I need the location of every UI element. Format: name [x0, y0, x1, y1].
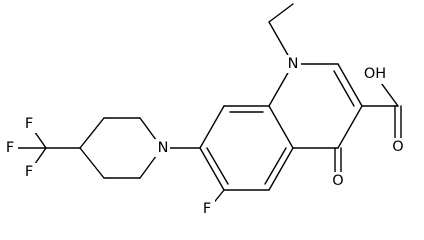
atom-label-f-ring: F: [203, 201, 211, 217]
atom-labels: F F F N N F O OH O: [3, 55, 406, 218]
bond-c4a-c5: [268, 147, 294, 191]
atom-label-n-piperidine: N: [158, 140, 169, 156]
pyridone-ring: [268, 63, 363, 173]
atom-label-oh-acid: OH: [364, 66, 386, 82]
bond-c6-c7: [199, 147, 225, 191]
bond-c7-c8: [199, 105, 225, 149]
carboxylic-acid-group: [361, 75, 402, 139]
bond-c6-c7-inner: [206, 147, 229, 185]
atom-label-f-top: F: [25, 116, 33, 132]
atom-label-f-bottom: F: [25, 164, 33, 180]
bond-c3-c4: [337, 105, 363, 149]
benzene-ring: [199, 105, 294, 211]
bond-pip-c5-c4: [79, 147, 105, 179]
molecule-structure: F F F N N F O OH O: [3, 3, 406, 218]
bond-c2-c3: [337, 63, 363, 107]
bond-c8a-c4a: [268, 105, 294, 149]
piperidine-ring: [79, 117, 201, 179]
bond-ch2-ch3: [268, 3, 294, 23]
atom-label-o-ketone: O: [332, 173, 343, 189]
bond-pip-c4-c3: [79, 117, 105, 149]
atom-label-o-acid: O: [392, 139, 403, 155]
bond-c4a-c5-inner: [264, 147, 287, 185]
atom-label-n-quinolone: N: [288, 56, 299, 72]
bond-c2-c3-inner: [333, 70, 355, 107]
atom-label-f-left: F: [6, 140, 14, 156]
